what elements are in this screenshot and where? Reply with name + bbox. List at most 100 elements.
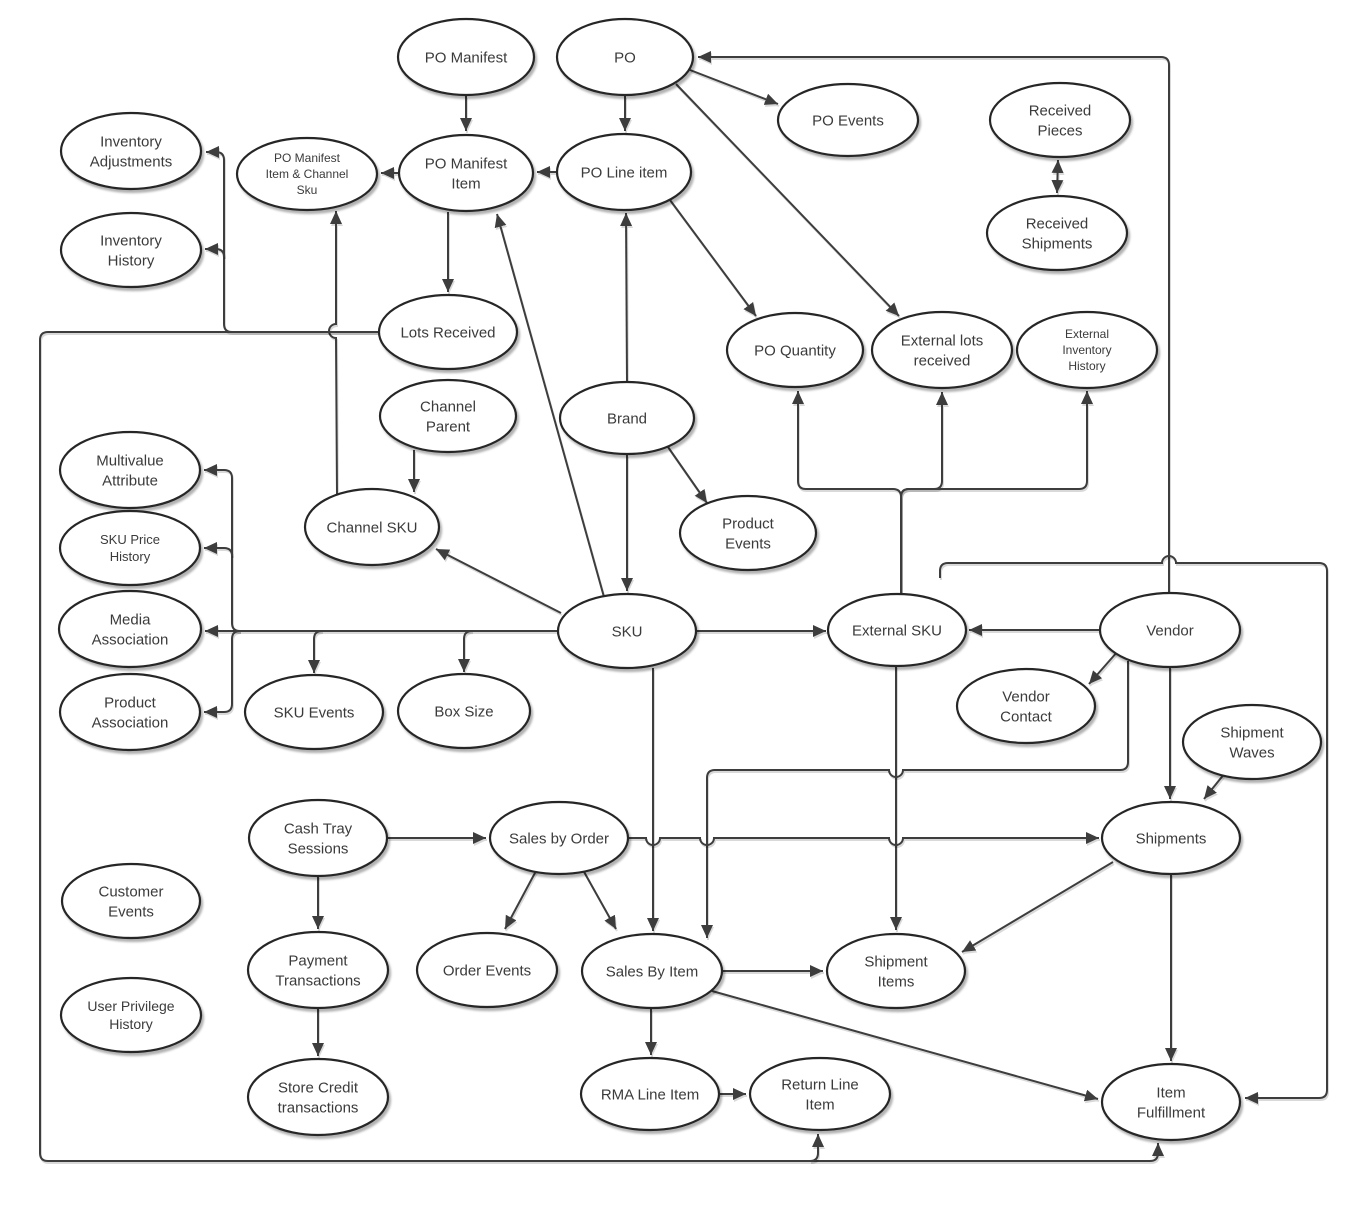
po-label-line: PO (614, 49, 636, 66)
media-association-shape[interactable] (57, 589, 203, 669)
return-line-item-shape[interactable] (748, 1056, 892, 1132)
brand-label: Brand (607, 410, 647, 427)
channel-parent-shape[interactable] (378, 378, 518, 454)
shipment-waves-label-line: Waves (1229, 744, 1274, 761)
sku-price-history-shape[interactable] (58, 509, 202, 587)
po-line-item-shape[interactable] (555, 132, 693, 212)
channel-sku-shape[interactable] (303, 487, 441, 567)
customer-events-shape[interactable] (60, 862, 202, 940)
node-brand[interactable]: Brand (558, 380, 696, 456)
inventory-history-label-line: History (108, 252, 155, 269)
node-po-quantity[interactable]: PO Quantity (725, 311, 865, 389)
product-association-shape[interactable] (58, 672, 202, 752)
inventory-adjustments-shape[interactable] (59, 111, 203, 191)
external-inventory-history-shape[interactable] (1015, 310, 1159, 390)
node-sales-by-item[interactable]: Sales By Item (580, 932, 724, 1010)
po-manifest-item-shape[interactable] (397, 133, 535, 213)
user-privilege-history-label-line: User Privilege (87, 998, 174, 1014)
po-shape[interactable] (555, 17, 695, 97)
sales-by-order-shape[interactable] (488, 800, 630, 876)
po-quantity-shape[interactable] (725, 311, 865, 389)
sku-events-label: SKU Events (274, 704, 355, 721)
node-order-events[interactable]: Order Events (415, 931, 559, 1009)
vendor-contact-shape[interactable] (955, 667, 1097, 745)
po-events-shape[interactable] (776, 82, 920, 158)
brand-shape[interactable] (558, 380, 696, 456)
received-shipments-shape[interactable] (985, 194, 1129, 272)
node-external-sku[interactable]: External SKU (826, 592, 968, 668)
external-sku-shape[interactable] (826, 592, 968, 668)
product-events-shape[interactable] (678, 494, 818, 572)
lots-received-shape[interactable] (377, 293, 519, 371)
node-vendor[interactable]: Vendor (1098, 591, 1242, 669)
node-po-events[interactable]: PO Events (776, 82, 920, 158)
external-lots-received-shape[interactable] (870, 310, 1014, 390)
channel-parent-label-line: Channel (420, 398, 476, 415)
node-po[interactable]: PO (555, 17, 695, 97)
rma-line-item-shape[interactable] (579, 1056, 721, 1132)
node-po-line-item[interactable]: PO Line item (555, 132, 693, 212)
node-sales-by-order[interactable]: Sales by Order (488, 800, 630, 876)
edge-vendor-to-po (698, 51, 1170, 592)
shipment-items-shape[interactable] (825, 932, 967, 1010)
received-pieces-shape[interactable] (988, 81, 1132, 159)
sku-events-shape[interactable] (243, 673, 385, 751)
node-sku[interactable]: SKU (556, 592, 698, 670)
box-size-shape[interactable] (396, 672, 532, 750)
store-credit-transactions-shape[interactable] (246, 1057, 390, 1137)
node-rma-line-item[interactable]: RMA Line Item (579, 1056, 721, 1132)
inventory-history-shape[interactable] (59, 211, 203, 289)
node-lots-received[interactable]: Lots Received (377, 293, 519, 371)
shipment-waves-shape[interactable] (1181, 703, 1323, 781)
sku-shape[interactable] (556, 592, 698, 670)
shipments-shape[interactable] (1100, 800, 1242, 876)
vendor-shape[interactable] (1098, 591, 1242, 669)
multivalue-attribute-label-line: Attribute (102, 472, 158, 489)
multivalue-attribute-shape[interactable] (58, 430, 202, 510)
sales-by-item-shape[interactable] (580, 932, 724, 1010)
node-shipments[interactable]: Shipments (1100, 800, 1242, 876)
node-sku-events[interactable]: SKU Events (243, 673, 385, 751)
po-manifest-item-channel-sku-shape[interactable] (235, 136, 379, 212)
item-fulfillment-shape[interactable] (1100, 1062, 1242, 1142)
node-box-size[interactable]: Box Size (396, 672, 532, 750)
payment-transactions-shape[interactable] (246, 930, 390, 1010)
node-channel-sku[interactable]: Channel SKU (303, 487, 441, 567)
cash-tray-sessions-shape[interactable] (247, 798, 389, 878)
sales-by-item-label-line: Sales By Item (606, 963, 699, 980)
po-events-label-line: PO Events (812, 112, 884, 129)
po-manifest-shape[interactable] (396, 17, 536, 97)
po-manifest-item-label-line: PO Manifest (425, 155, 508, 172)
edge-layer (39, 51, 1328, 1162)
order-events-shape[interactable] (415, 931, 559, 1009)
user-privilege-history-shape[interactable] (59, 976, 203, 1054)
inventory-history-label-line: Inventory (100, 232, 162, 249)
node-po-manifest[interactable]: PO Manifest (396, 17, 536, 97)
